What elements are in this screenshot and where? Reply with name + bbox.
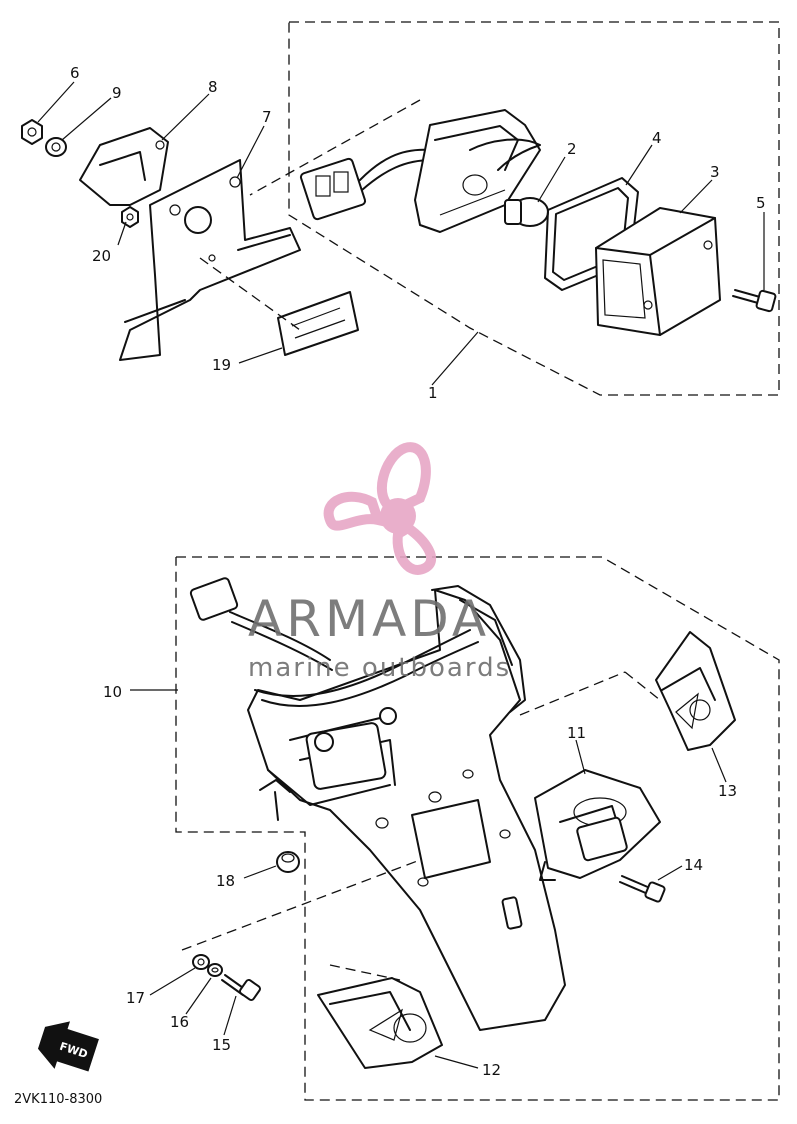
callout-10: 10 — [103, 683, 122, 701]
drawing-code: 2VK110-8300 — [14, 1092, 102, 1107]
screw-14 — [619, 875, 666, 903]
flasher-light-11 — [534, 769, 661, 881]
callout-2: 2 — [567, 140, 577, 158]
flasher-lens-13 — [655, 631, 736, 751]
grommet-18 — [276, 851, 300, 873]
washer-9 — [45, 137, 67, 157]
callout-8: 8 — [208, 78, 218, 96]
forward-arrow-icon: FWD — [37, 1021, 99, 1072]
watermark-tagline: marine outboards — [248, 653, 511, 683]
watermark: ARMADA marine outboards — [248, 442, 511, 683]
callout-13: 13 — [718, 782, 737, 800]
reflector-19 — [277, 291, 359, 356]
fender-connector — [189, 577, 333, 671]
rear-fender-assembly — [130, 556, 780, 1101]
flasher-lens-12 — [317, 977, 443, 1069]
bulb — [504, 197, 549, 227]
tail-light-lens — [595, 207, 721, 336]
washer-16 — [207, 963, 223, 977]
lens-screw — [732, 289, 777, 313]
callout-4: 4 — [652, 129, 662, 147]
callout-12: 12 — [482, 1061, 501, 1079]
callout-numbers: 1 2 3 4 5 6 7 8 9 10 11 12 13 14 15 16 1… — [70, 64, 766, 1079]
callout-15: 15 — [212, 1036, 231, 1054]
callout-18: 18 — [216, 872, 235, 890]
nut-20 — [121, 206, 139, 228]
callout-9: 9 — [112, 84, 122, 102]
callout-3: 3 — [710, 163, 720, 181]
tail-light-connector — [299, 148, 433, 221]
propeller-logo-icon — [323, 442, 437, 575]
leader-lines-bottom — [130, 689, 727, 1069]
callout-1: 1 — [428, 384, 438, 402]
bolt-15 — [221, 974, 261, 1001]
leader-lines-top — [37, 81, 765, 386]
callout-16: 16 — [170, 1013, 189, 1031]
washer-17 — [192, 954, 210, 970]
callout-11: 11 — [567, 724, 586, 742]
nut-6 — [21, 119, 43, 145]
callout-5: 5 — [756, 194, 766, 212]
tail-light-assembly — [21, 21, 780, 396]
callout-20: 20 — [92, 247, 111, 265]
callout-17: 17 — [126, 989, 145, 1007]
watermark-brand: ARMADA — [248, 590, 490, 648]
rear-fender-body — [247, 585, 566, 1031]
callout-6: 6 — [70, 64, 80, 82]
callout-19: 19 — [212, 356, 231, 374]
mounting-plate — [79, 127, 169, 206]
assembly-boundary-10 — [175, 556, 780, 1101]
license-plate-bracket — [119, 159, 301, 361]
callout-14: 14 — [684, 856, 703, 874]
callout-7: 7 — [262, 108, 272, 126]
assembly-boundary-1 — [288, 21, 780, 396]
